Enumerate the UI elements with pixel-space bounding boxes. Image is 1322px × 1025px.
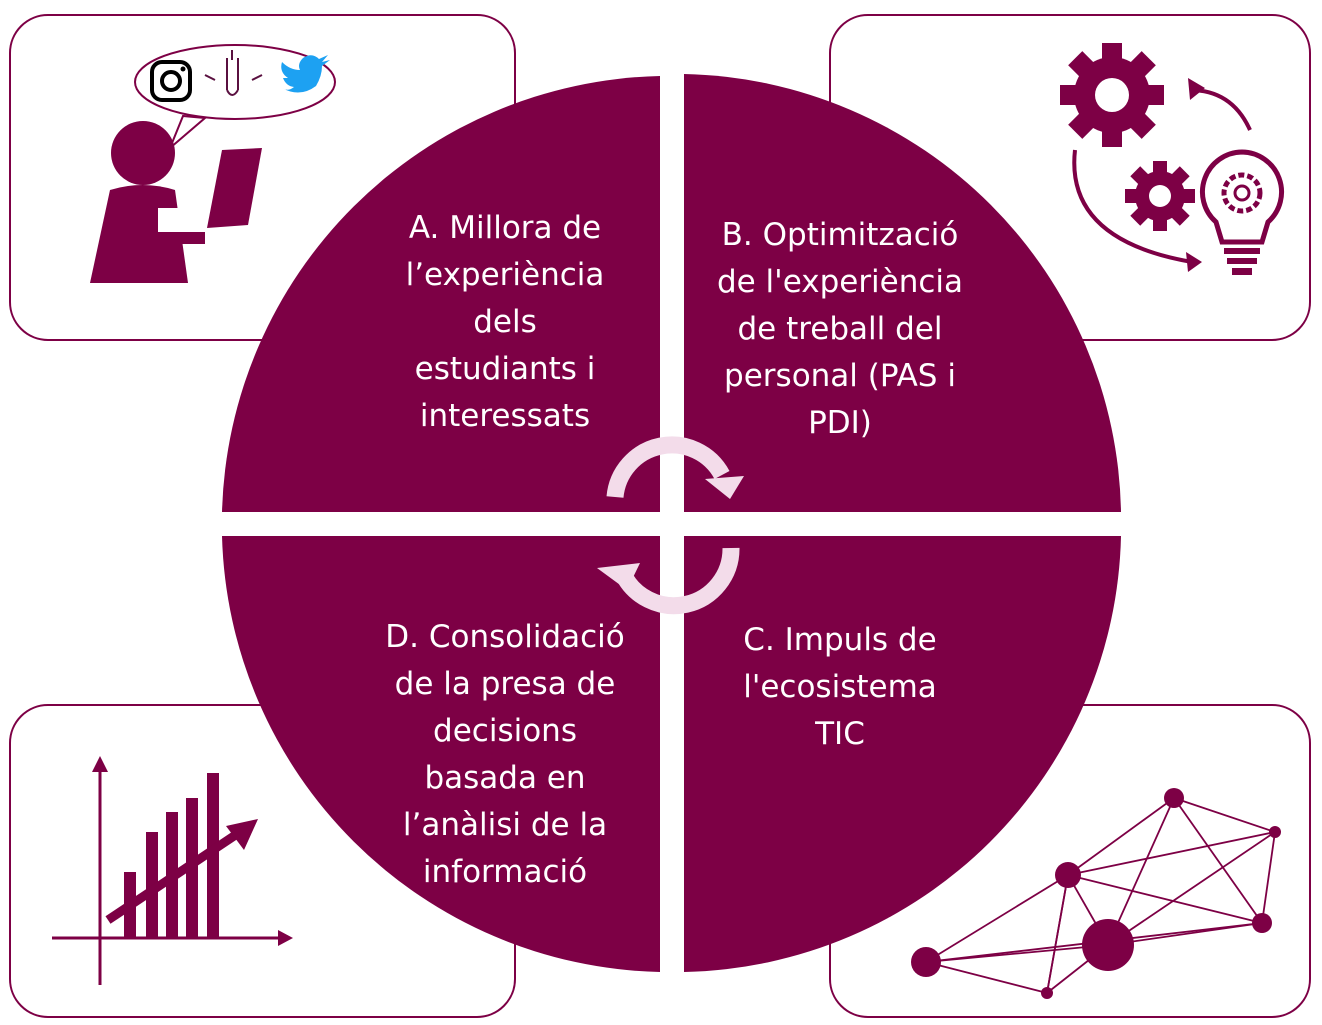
quadrant-c-line: TIC bbox=[815, 716, 865, 752]
quadrant-b-line: de treball del bbox=[737, 311, 943, 347]
instagram-icon bbox=[150, 60, 192, 102]
quadrant-d-line: decisions bbox=[433, 713, 577, 749]
network-graph-icon bbox=[911, 788, 1281, 999]
growth-chart-icon bbox=[52, 756, 293, 985]
quadrant-a-line: interessats bbox=[419, 398, 591, 434]
quadrant-a bbox=[222, 76, 660, 512]
quadrant-d-label: D. Consolidació de la presa de decisions… bbox=[355, 614, 655, 896]
quadrant-d-line: informació bbox=[422, 854, 588, 890]
quadrant-a-label: A. Millora de l’experiència dels estudia… bbox=[360, 205, 650, 440]
quadrant-b-line: de l'experiència bbox=[716, 264, 964, 300]
quadrant-a-line: l’experiència bbox=[405, 257, 605, 293]
cycle-arrows-icon bbox=[597, 436, 744, 615]
quadrant-d bbox=[222, 536, 660, 972]
quadrant-d-line: D. Consolidació bbox=[385, 619, 625, 655]
quadrant-c bbox=[684, 536, 1121, 972]
gears-cycle-icon bbox=[1060, 43, 1252, 272]
quadrant-b-label: B. Optimització de l'experiència de treb… bbox=[690, 212, 990, 447]
quadrant-c-line: l'ecosistema bbox=[743, 669, 937, 705]
quadrant-c-line: C. Impuls de bbox=[743, 622, 937, 658]
quadrant-d-line: l’anàlisi de la bbox=[402, 807, 608, 843]
quadrant-b-line: PDI) bbox=[808, 405, 872, 441]
lightbulb-gear-icon bbox=[1199, 149, 1285, 275]
quadrant-b-line: personal (PAS i bbox=[724, 358, 956, 394]
twitter-icon bbox=[281, 55, 330, 93]
quadrant-a-line: estudiants i bbox=[414, 351, 596, 387]
quadrant-a-line: dels bbox=[473, 304, 537, 340]
quadrant-a-line: A. Millora de bbox=[408, 210, 602, 246]
quadrant-b bbox=[684, 74, 1121, 512]
quadrant-d-line: basada en bbox=[424, 760, 586, 796]
quadrant-d-line: de la presa de bbox=[394, 666, 616, 702]
quadrant-b-line: B. Optimització bbox=[721, 217, 959, 253]
university-logo-icon bbox=[204, 50, 263, 96]
quadrant-c-label: C. Impuls de l'ecosistema TIC bbox=[690, 617, 990, 758]
